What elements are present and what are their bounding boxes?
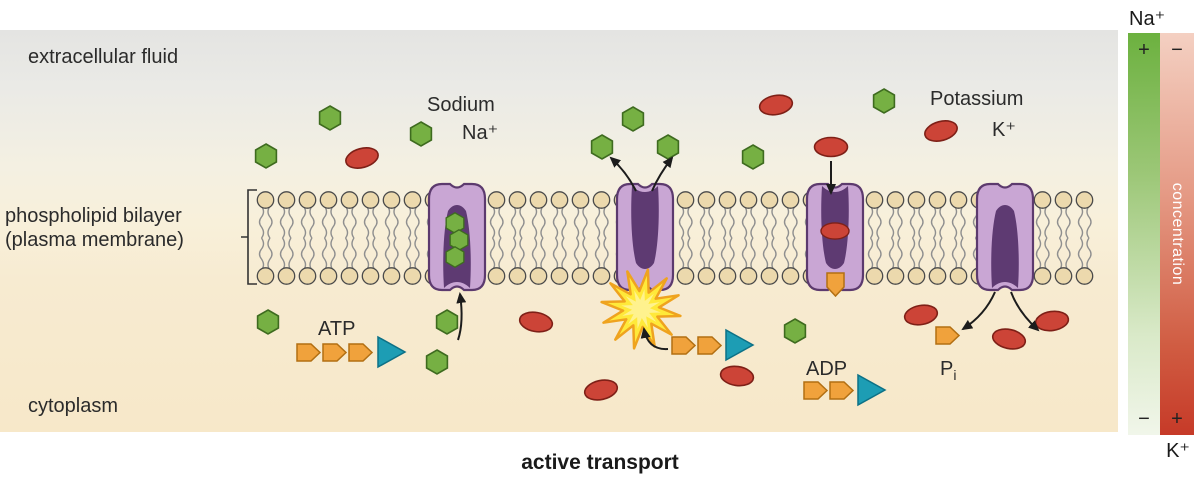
sodium-ion-icon: [435, 309, 459, 335]
sodium-legend-icon: [409, 121, 433, 147]
potassium-bar-top-sign: −: [1171, 39, 1183, 61]
potassium-ion-in-pump: [820, 222, 850, 240]
bilayer-label-line2: (plasma membrane): [5, 229, 184, 251]
potassium-ion-icon: [757, 91, 795, 119]
phosphate-icon: [322, 343, 347, 362]
pi-base: P: [940, 358, 954, 380]
sodium-bar-bottom-sign: −: [1138, 408, 1150, 430]
phosphate-on-pump-icon: [826, 272, 845, 297]
phosphate-icon: [697, 336, 722, 355]
concentration-axis-label: concentration: [1169, 182, 1186, 286]
sodium-symbol-label: Na⁺: [462, 122, 499, 144]
figure-caption: active transport: [521, 451, 679, 474]
phosphate-icon: [671, 336, 696, 355]
potassium-ion-icon: [517, 308, 555, 336]
phosphate-release-arrow: [961, 291, 996, 331]
sodium-release-arrow-right: [651, 156, 674, 192]
potassium-ion-icon: [582, 376, 620, 404]
gradient-bottom-ion-label: K⁺: [1166, 440, 1190, 462]
atp-at-burst-molecule: [671, 329, 754, 361]
lipid-leaflet-bottom: [255, 238, 1096, 285]
potassium-release-arrow: [1010, 291, 1040, 332]
pi-subscript: i: [953, 367, 957, 383]
extracellular-fluid-label: extracellular fluid: [28, 46, 179, 68]
potassium-bar-bottom-sign: +: [1171, 408, 1183, 430]
lipid-leaflet-top: [255, 191, 1096, 238]
sodium-ion-icon: [445, 246, 465, 268]
sodium-ion-icon: [256, 309, 280, 335]
potassium-legend-icon: [921, 116, 961, 146]
transport-arrows: [456, 156, 1040, 351]
adenosine-triangle-icon: [725, 329, 754, 361]
sodium-ion-icon: [783, 318, 807, 344]
atp-to-burst-arrow: [640, 327, 669, 351]
potassium-ion-icon: [990, 325, 1028, 353]
gradient-bars: + − − + concentration: [1128, 33, 1194, 435]
membrane-pump-state-1: [427, 182, 487, 292]
free-phosphate-icon: [935, 326, 960, 345]
bilayer-bracket: [241, 189, 257, 285]
sodium-ion-icon: [449, 229, 469, 251]
potassium-symbol-label: K⁺: [992, 119, 1016, 141]
potassium-ion-icon: [902, 301, 940, 329]
sodium-name-label: Sodium: [427, 94, 495, 116]
sodium-ion-icon: [590, 134, 614, 160]
sodium-ion-icon: [872, 88, 896, 114]
phosphate-icon: [348, 343, 373, 362]
pump-cavity: [991, 205, 1019, 288]
sodium-ion-icon: [254, 143, 278, 169]
phosphate-icon: [296, 343, 321, 362]
sodium-gradient-bar: + −: [1128, 33, 1160, 435]
pump-cavity: [631, 186, 659, 269]
potassium-ion-icon: [718, 363, 756, 389]
bilayer-label-line1: phospholipid bilayer: [5, 205, 182, 227]
atp-label: ATP: [318, 318, 356, 340]
sodium-ion-icon: [445, 212, 465, 234]
concentration-gradient-panel: Na⁺ + − − + concentration K⁺: [1128, 6, 1195, 463]
potassium-name-label: Potassium: [930, 88, 1024, 110]
atp-molecule: [296, 336, 406, 368]
adenosine-triangle-icon: [377, 336, 406, 368]
pi-label: Pi: [940, 358, 956, 383]
sodium-bar-top-sign: +: [1138, 39, 1150, 61]
phosphate-icon: [829, 381, 854, 400]
sodium-entry-arrow: [456, 292, 467, 341]
potassium-ion-icon: [1033, 308, 1071, 334]
potassium-ion-icon: [342, 143, 382, 173]
sodium-ion-icon: [425, 349, 449, 375]
sodium-release-arrow-left: [609, 156, 637, 192]
sodium-ion-icon: [656, 134, 680, 160]
sodium-ion-icon: [741, 144, 765, 170]
sodium-ion-icon: [318, 105, 342, 131]
membrane-pump-state-3: [805, 182, 865, 297]
cytoplasm-label: cytoplasm: [28, 395, 119, 417]
sodium-ion-icon: [621, 106, 645, 132]
burst-inner: [621, 289, 661, 329]
phospholipid-bilayer: [255, 191, 1096, 285]
potassium-gradient-bar: − + concentration: [1160, 33, 1194, 435]
phosphate-icon: [803, 381, 828, 400]
gradient-top-ion-label: Na⁺: [1129, 8, 1166, 30]
adp-label: ADP: [806, 358, 848, 380]
membrane-pump-state-4: [975, 182, 1035, 292]
potassium-ion-icon: [813, 136, 849, 158]
adenosine-triangle-icon: [857, 374, 886, 406]
